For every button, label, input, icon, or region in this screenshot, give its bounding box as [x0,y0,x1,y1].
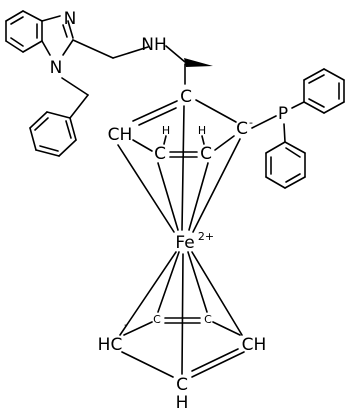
bond [308,98,325,108]
bond [132,100,178,122]
bond [123,321,153,336]
bond [191,351,245,378]
bond [303,68,325,81]
benzyl-benzene-ring [29,111,77,157]
bond [10,16,24,25]
atom-h-bottom: H [176,393,189,413]
imidazole-ring [41,15,74,56]
bond [46,111,71,119]
phenyl-ring-2 [265,141,306,189]
bond [157,251,180,313]
bond [39,145,59,152]
bond [5,10,24,22]
bond [284,176,306,189]
atom-ch-left: CH [108,125,133,145]
bond [212,321,241,336]
atom-c-left: C [154,144,166,164]
bond [188,162,209,231]
bond-p-phenyl2 [283,123,286,143]
atom-c-top: C [180,87,192,107]
bond [303,101,325,114]
atom-fe: Fe [175,233,194,253]
bond [138,107,177,126]
bond [119,251,177,336]
bond [323,101,345,114]
bond [201,135,205,145]
bond [62,24,68,38]
atom-hc-bottom-left: HC [98,335,123,355]
bond [157,162,179,231]
bond [22,40,43,53]
bond [65,120,72,139]
atom-nh: NH [141,35,167,55]
bond [132,139,153,152]
atom-c-right: C [200,144,212,164]
bond-ch2 [72,39,114,59]
bond [195,99,237,123]
bond [41,40,51,56]
bond [187,251,208,313]
phenyl-ring-1 [303,68,345,114]
bond [10,37,24,47]
bond-ch2-ring [69,94,89,119]
atom-n-imine: N [64,9,77,29]
bond-c-p [251,115,277,129]
bond [192,138,241,233]
bond [308,74,325,84]
lower-cp-fe-bonds [119,251,243,375]
bond [5,40,24,53]
bond [265,176,286,189]
bond [285,147,301,158]
bond [191,348,239,372]
atom-c-bottom: C [176,375,188,395]
bond [181,105,185,231]
benzimidazole-benzene-ring [5,10,43,53]
bond [67,20,74,39]
charge-c-p: - [249,116,253,129]
bond [265,141,286,154]
atom-c-bottom-mid2: C [204,313,212,326]
bond [35,149,60,157]
bond [29,127,37,151]
bond [163,135,167,145]
wedge-methyl [184,58,213,67]
bond [214,135,235,151]
charge-hc-bottom-left: - [124,318,128,331]
bond-nh-ch [165,45,186,63]
upper-cp-fe-bonds [117,105,241,233]
bond [41,15,61,22]
bond [285,173,301,183]
bond-n-ch2 [61,77,89,96]
bond [22,10,43,22]
atom-c-bottom-mid1: C [153,313,161,326]
bond [29,111,48,129]
bond [284,141,306,154]
atom-h-right: H [198,124,206,137]
bond [34,117,49,131]
bond [58,139,77,157]
charge-fe: 2+ [198,230,214,243]
atom-p: P [278,104,288,124]
bond [191,251,243,336]
atom-n-benzyl: N [50,58,63,78]
bond [62,39,74,56]
bond-p-phenyl1 [291,101,305,109]
atom-h-left: H [162,124,170,137]
bond [69,117,77,141]
bond [323,68,345,81]
bond-ch2-nh [112,46,149,59]
bond [117,144,175,233]
atom-ch-bottom-right: CH [242,335,267,355]
atom-c-p: C [236,119,248,139]
bond [121,351,174,378]
bond [181,253,184,375]
